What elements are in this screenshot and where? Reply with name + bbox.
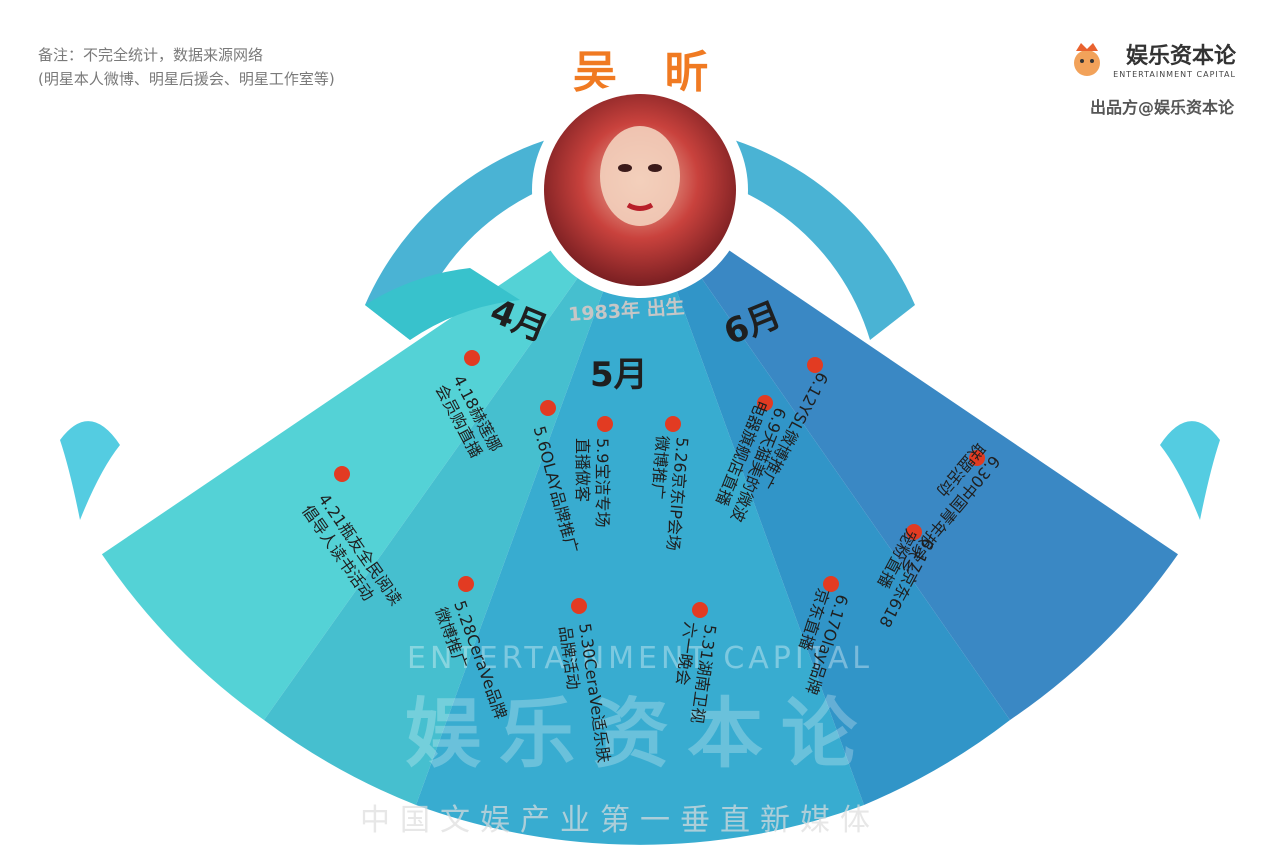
note-line-1: 备注：不完全统计，数据来源网络	[38, 46, 264, 64]
watermark-line-1: ENTERTAINMENT CAPITAL	[407, 641, 873, 676]
month-label-may: 5月	[590, 355, 648, 395]
brand-credit: 出品方@娱乐资本论	[1089, 98, 1234, 117]
brand-mascot-icon	[1074, 42, 1101, 76]
event-dot	[969, 450, 985, 466]
event-dot	[665, 416, 681, 432]
event-dot	[807, 357, 823, 373]
event-dot	[334, 466, 350, 482]
event-dot	[692, 602, 708, 618]
splash-left	[60, 421, 120, 520]
sector-may	[416, 190, 864, 845]
april-band	[365, 268, 520, 340]
sector-april-fill	[101, 190, 640, 720]
splash-right	[1160, 421, 1220, 520]
sector-june-end	[640, 190, 1178, 720]
note-line-2: (明星本人微博、明星后援会、明星工作室等)	[38, 70, 335, 88]
event-dot	[571, 598, 587, 614]
event-dot	[757, 395, 773, 411]
watermark-line-2: 娱乐资本论	[405, 689, 875, 778]
event-dot	[464, 350, 480, 366]
event-dot	[823, 576, 839, 592]
brand-logo: 娱乐资本论 ENTERTAINMENT CAPITAL	[1067, 38, 1236, 79]
event-label: 5.9宝洁专场 直播做客	[573, 438, 612, 528]
sector-june	[640, 190, 1010, 805]
watermark-line-3: 中国文娱产业第一垂直新媒体	[360, 803, 880, 838]
event-dot	[597, 416, 613, 432]
brand-subtitle: ENTERTAINMENT CAPITAL	[1113, 70, 1236, 79]
sector-april-wedge	[264, 190, 640, 805]
brand-name: 娱乐资本论	[1125, 44, 1236, 69]
month-band	[365, 124, 915, 340]
event-dot	[458, 576, 474, 592]
event-dot	[906, 524, 922, 540]
event-dot	[540, 400, 556, 416]
